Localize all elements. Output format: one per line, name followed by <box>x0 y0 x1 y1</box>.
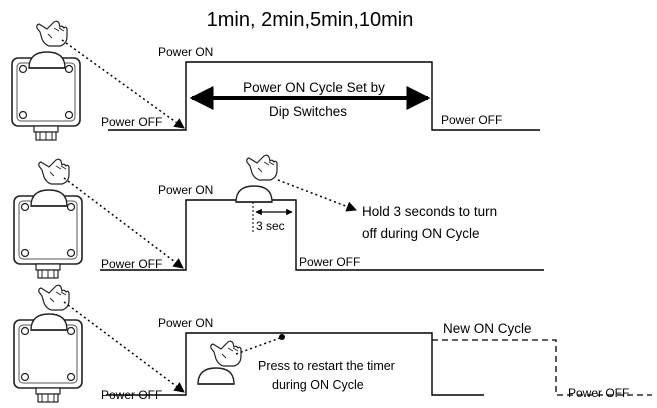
push-button-icon <box>235 185 273 203</box>
power-waveform <box>106 332 484 396</box>
power-off-right-label: Power OFF <box>299 255 360 269</box>
timer-box-icon <box>13 195 83 279</box>
hold-duration-label: 3 sec <box>256 219 285 233</box>
power-off-right-label: Power OFF <box>441 113 502 127</box>
timer-box-icon <box>13 319 83 403</box>
pointing-hand-icon <box>36 20 68 47</box>
hold-note-line1: Hold 3 seconds to turn <box>362 204 497 219</box>
press-pointer-arrow <box>61 39 185 129</box>
restart-point-marker <box>279 334 285 340</box>
power-off-right-label: Power OFF <box>568 386 629 400</box>
hold-note-pointer <box>277 179 357 212</box>
power-off-left-label: Power OFF <box>101 388 162 402</box>
new-cycle-waveform <box>432 339 652 396</box>
power-off-left-label: Power OFF <box>101 257 162 271</box>
new-cycle-label: New ON Cycle <box>443 321 532 336</box>
power-waveform <box>108 61 540 131</box>
hold-note-line2: off during ON Cycle <box>362 226 480 241</box>
push-button-icon <box>30 313 68 331</box>
push-button-icon <box>28 51 66 69</box>
cycle-label-line2: Dip Switches <box>269 104 347 119</box>
power-on-label: Power ON <box>158 45 213 59</box>
power-off-left-label: Power OFF <box>101 115 162 129</box>
timer-box-icon <box>11 57 81 141</box>
pointing-hand-icon <box>38 284 70 311</box>
panel-power-on-cycle: Power ON Power OFF Power OFF Power ON Cy… <box>11 20 540 141</box>
diagram-title: 1min, 2min,5min,10min <box>207 9 414 31</box>
panel-hold-to-turn-off: Power ON Power OFF Power OFF 3 sec Hold … <box>13 154 544 279</box>
restart-pointer <box>235 337 281 355</box>
restart-note-line2: during ON Cycle <box>272 378 364 392</box>
pointing-hand-icon <box>38 158 70 185</box>
restart-note-line1: Press to restart the timer <box>258 359 395 373</box>
push-button-icon <box>197 367 235 385</box>
power-on-label: Power ON <box>158 316 213 330</box>
power-on-label: Power ON <box>158 183 213 197</box>
press-pointer-arrow <box>63 301 185 393</box>
cycle-label-line1: Power ON Cycle Set by <box>243 80 385 95</box>
panel-restart-timer: Power ON Power OFF Power OFF New ON Cycl… <box>13 284 652 403</box>
push-button-icon <box>30 189 68 207</box>
pointing-hand-icon <box>246 154 278 181</box>
